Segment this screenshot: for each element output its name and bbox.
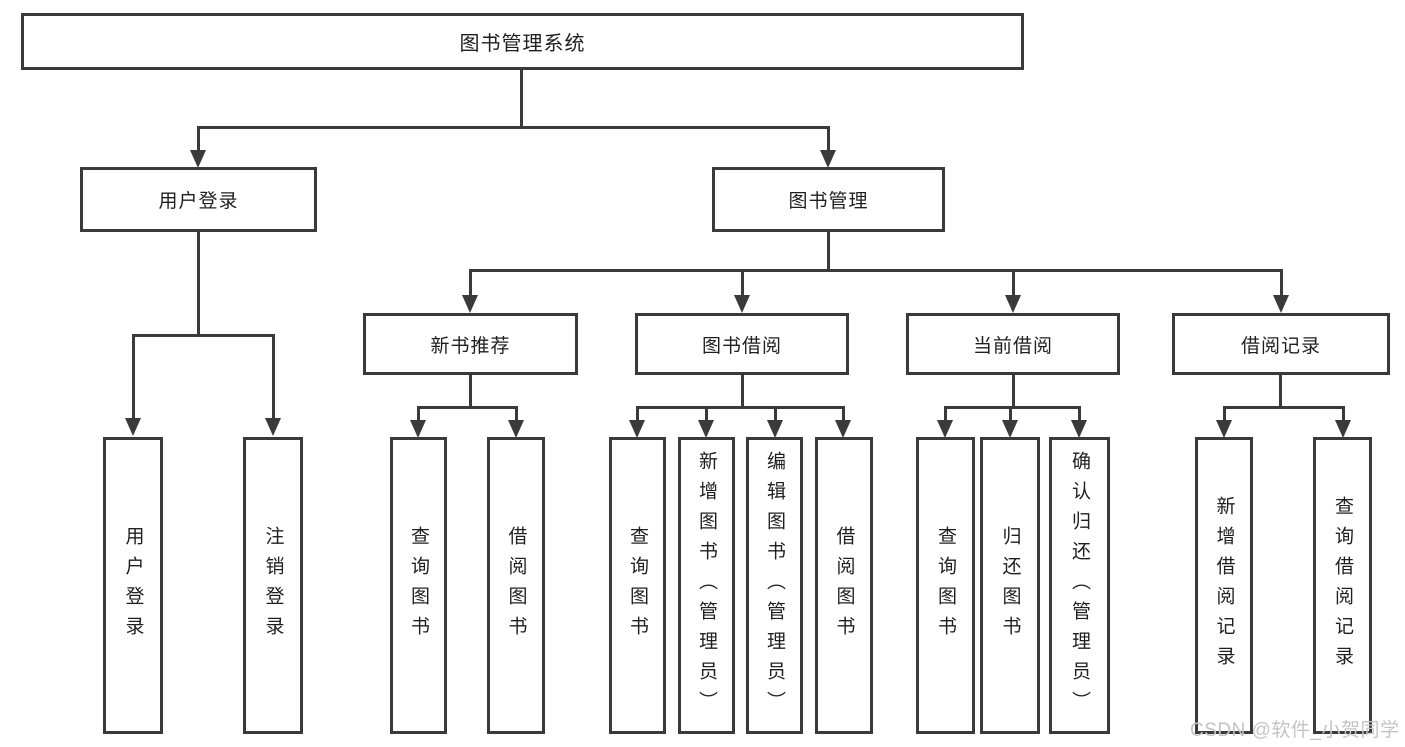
node-new-book-recommend: 新书推荐 — [363, 313, 578, 375]
connector-line — [705, 406, 708, 422]
connector-line — [1280, 269, 1283, 297]
node-leaf-query-borrow-record-label: 查询借阅记录 — [1332, 495, 1353, 676]
connector-line — [1223, 406, 1344, 409]
node-borrow-records: 借阅记录 — [1172, 313, 1390, 375]
connector-line — [944, 406, 1080, 409]
connector-line — [469, 269, 472, 297]
connector-line — [417, 406, 518, 409]
connector-line — [741, 269, 744, 297]
connector-line — [842, 406, 845, 422]
arrowhead-down-icon — [734, 295, 750, 313]
connector-line — [827, 126, 830, 152]
arrowhead-down-icon — [410, 420, 426, 438]
connector-line — [636, 406, 845, 409]
node-leaf-query-books-borrowing-label: 查询图书 — [627, 525, 648, 646]
arrowhead-down-icon — [125, 418, 141, 436]
connector-line — [741, 375, 744, 408]
arrowhead-down-icon — [1071, 420, 1087, 438]
node-leaf-edit-book-admin-label: 编辑图书（管理员） — [764, 450, 785, 721]
node-book-borrowing-label: 图书借阅 — [701, 335, 782, 357]
node-leaf-confirm-return-admin: 确认归还（管理员） — [1049, 437, 1110, 734]
arrowhead-down-icon — [190, 150, 206, 168]
connector-line — [132, 334, 135, 420]
connector-line — [636, 406, 639, 422]
arrowhead-down-icon — [508, 420, 524, 438]
connector-line — [417, 406, 420, 422]
connector-line — [197, 232, 200, 336]
arrowhead-down-icon — [937, 420, 953, 438]
node-leaf-query-borrow-record: 查询借阅记录 — [1313, 437, 1372, 734]
node-leaf-query-books-current-label: 查询图书 — [935, 525, 956, 646]
node-leaf-logout-label: 注销登录 — [262, 525, 284, 646]
node-leaf-borrow-books-recommend: 借阅图书 — [487, 437, 545, 734]
node-leaf-add-book-admin: 新增图书（管理员） — [678, 437, 735, 734]
csdn-watermark: CSDN @软件_小贺同学 — [1190, 720, 1400, 741]
node-leaf-return-book: 归还图书 — [980, 437, 1040, 734]
node-leaf-borrow-books-borrowing-label: 借阅图书 — [833, 525, 855, 646]
connector-line — [1009, 406, 1012, 422]
arrowhead-down-icon — [767, 420, 783, 438]
node-root: 图书管理系统 — [21, 13, 1024, 70]
arrowhead-down-icon — [698, 420, 714, 438]
node-leaf-add-borrow-record-label: 新增借阅记录 — [1213, 495, 1235, 676]
node-current-borrowing-label: 当前借阅 — [972, 335, 1053, 357]
connector-line — [197, 126, 830, 129]
arrowhead-down-icon — [1216, 420, 1232, 438]
node-user-login: 用户登录 — [80, 167, 317, 232]
arrowhead-down-icon — [1005, 295, 1021, 313]
node-leaf-confirm-return-admin-label: 确认归还（管理员） — [1069, 450, 1090, 721]
node-leaf-logout: 注销登录 — [243, 437, 303, 734]
node-leaf-user-login-label: 用户登录 — [122, 525, 144, 646]
node-new-book-recommend-label: 新书推荐 — [430, 335, 511, 357]
node-book-management: 图书管理 — [712, 167, 945, 232]
arrowhead-down-icon — [1273, 295, 1289, 313]
node-leaf-query-books-current: 查询图书 — [916, 437, 975, 734]
connector-line — [469, 269, 1282, 272]
connector-line — [944, 406, 947, 422]
connector-line — [1342, 406, 1345, 422]
connector-line — [1078, 406, 1081, 422]
node-leaf-return-book-label: 归还图书 — [999, 525, 1021, 646]
connector-line — [827, 232, 830, 272]
node-leaf-borrow-books-recommend-label: 借阅图书 — [505, 525, 527, 646]
connector-line — [520, 70, 523, 128]
connector-line — [197, 126, 200, 152]
arrowhead-down-icon — [629, 420, 645, 438]
node-leaf-query-books-borrowing: 查询图书 — [609, 437, 666, 734]
node-book-borrowing: 图书借阅 — [635, 313, 849, 375]
arrowhead-down-icon — [1335, 420, 1351, 438]
connector-line — [515, 406, 518, 422]
node-leaf-query-books-recommend: 查询图书 — [390, 437, 447, 734]
node-leaf-edit-book-admin: 编辑图书（管理员） — [746, 437, 803, 734]
node-borrow-records-label: 借阅记录 — [1240, 335, 1321, 357]
connector-line — [1012, 269, 1015, 297]
connector-line — [774, 406, 777, 422]
node-leaf-add-book-admin-label: 新增图书（管理员） — [696, 450, 717, 721]
arrowhead-down-icon — [462, 295, 478, 313]
node-leaf-user-login: 用户登录 — [103, 437, 163, 734]
node-leaf-borrow-books-borrowing: 借阅图书 — [815, 437, 873, 734]
node-leaf-add-borrow-record: 新增借阅记录 — [1195, 437, 1253, 734]
node-leaf-query-books-recommend-label: 查询图书 — [408, 525, 429, 646]
node-root-label: 图书管理系统 — [459, 33, 586, 55]
node-book-management-label: 图书管理 — [788, 191, 869, 212]
connector-line — [469, 375, 472, 408]
connector-line — [1279, 375, 1282, 408]
arrowhead-down-icon — [265, 418, 281, 436]
node-current-borrowing: 当前借阅 — [906, 313, 1120, 375]
connector-line — [272, 334, 275, 420]
connector-line — [132, 334, 275, 337]
connector-line — [1012, 375, 1015, 408]
arrowhead-down-icon — [820, 150, 836, 168]
arrowhead-down-icon — [835, 420, 851, 438]
arrowhead-down-icon — [1002, 420, 1018, 438]
connector-line — [1223, 406, 1226, 422]
node-user-login-label: 用户登录 — [158, 191, 239, 212]
